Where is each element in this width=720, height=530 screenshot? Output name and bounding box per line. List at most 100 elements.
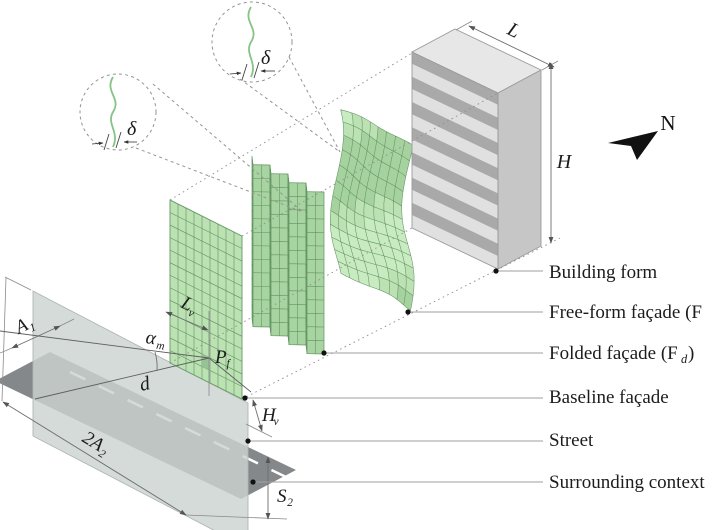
- freeform-facade-cell: [352, 125, 363, 145]
- sight-line-lower: [34, 357, 210, 400]
- freeform-facade: [329, 109, 415, 311]
- freeform-facade-cell: [395, 259, 407, 277]
- leader-dot-building: [493, 268, 499, 274]
- svg-text:α: α: [144, 327, 158, 349]
- svg-text:f: f: [227, 358, 232, 370]
- freeform-facade-cell: [378, 276, 390, 295]
- freeform-facade-cell: [367, 135, 377, 157]
- freeform-facade-cell: [330, 195, 341, 216]
- building-floor-slab: [412, 63, 498, 118]
- sight-line-upper: [0, 330, 210, 359]
- freeform-facade-cell: [405, 276, 415, 296]
- svg-text:H: H: [261, 405, 277, 426]
- freeform-facade-grid: [329, 109, 415, 311]
- dim-A2-line: [2, 401, 187, 516]
- freeform-facade-cell: [386, 166, 399, 187]
- freeform-facade-cell: [360, 130, 370, 151]
- legend-folded-facade-sub: d: [681, 352, 688, 366]
- leader-dot-baseline: [242, 395, 248, 401]
- freeform-facade-cell: [338, 229, 351, 246]
- freeform-facade-cell: [331, 237, 344, 254]
- building-floor-slab: [412, 215, 498, 269]
- freeform-facade-cell: [395, 227, 408, 244]
- north-label: N: [660, 111, 675, 135]
- freeform-facade-cell: [373, 206, 386, 224]
- freeform-facade-cell: [389, 280, 399, 300]
- freeform-facade-cell: [367, 273, 380, 290]
- dim-L-line: [468, 25, 555, 68]
- point-Pf-label: P f: [214, 347, 232, 370]
- freeform-facade-cell: [364, 261, 379, 277]
- delta-callouts: [79, 1, 341, 213]
- callout-circle-2: [211, 1, 293, 83]
- freeform-facade-cell: [361, 116, 371, 136]
- legend-freeform-facade: Free-form façade (F: [549, 302, 702, 323]
- freeform-facade-cell: [340, 109, 354, 126]
- callout-circle-1: [79, 73, 157, 151]
- legend-surrounding-context: Surrounding context: [549, 472, 705, 493]
- freeform-facade-cell: [393, 136, 405, 156]
- freeform-facade-cell: [363, 202, 375, 220]
- freeform-facade-cell: [339, 149, 351, 171]
- building-floor-slab: [412, 139, 498, 194]
- freeform-facade-cell: [393, 186, 403, 206]
- freeform-facade-cell: [373, 141, 385, 162]
- delta-label-2: δ: [261, 47, 271, 69]
- svg-text:v: v: [274, 416, 280, 428]
- freeform-facade-cell: [375, 177, 387, 197]
- dim-L-label: L: [503, 18, 524, 43]
- callout-cone-2: [239, 56, 341, 153]
- freeform-facade-cell: [380, 244, 395, 260]
- freeform-facade-cell: [366, 172, 378, 193]
- delta-label-1: δ: [127, 118, 137, 140]
- freeform-facade-cell: [357, 269, 370, 287]
- freeform-facade-cell: [343, 122, 354, 140]
- freeform-facade-cell: [369, 121, 379, 142]
- freeform-facade-cell: [342, 135, 353, 155]
- freeform-facade-cell: [364, 187, 376, 207]
- freeform-facade-cell: [350, 139, 361, 161]
- freeform-facade-cell: [383, 196, 394, 215]
- freeform-facade-cell: [395, 171, 406, 192]
- freeform-facade-cell: [354, 197, 365, 217]
- freeform-facade-cell: [340, 185, 350, 207]
- freeform-facade-cell: [384, 131, 396, 151]
- freeform-facade-cell: [376, 264, 390, 281]
- dim-Hv-line: [252, 399, 263, 432]
- freeform-facade-cell: [403, 290, 414, 311]
- freeform-facade-cell: [338, 201, 348, 221]
- legend: Building form Free-form façade (F Folded…: [549, 262, 705, 493]
- building-floor-slab: [412, 89, 498, 143]
- svg-text:v: v: [186, 307, 197, 320]
- dim-H-label: H: [556, 151, 573, 173]
- north-compass: N: [608, 111, 676, 160]
- building-front-frame: [411, 51, 499, 270]
- freeform-facade-cell: [347, 233, 361, 250]
- dim-A1-line: [11, 325, 61, 349]
- legend-leaders: [242, 268, 543, 485]
- svg-text:m: m: [155, 340, 165, 353]
- wavy-section-line-2: [247, 6, 255, 78]
- building-side-face: [497, 69, 542, 270]
- dim-S2-label: S₂: [277, 486, 294, 507]
- building-floor-slab: [412, 189, 498, 244]
- freeform-facade-cell: [398, 239, 411, 256]
- freeform-facade-cell: [344, 253, 357, 270]
- freeform-facade-cell: [393, 201, 403, 220]
- dim-Lv-line: [165, 311, 209, 331]
- building-floor-slab: [412, 114, 498, 169]
- leader-dot-folded: [321, 350, 327, 356]
- wavy-section-line-1: [109, 76, 117, 148]
- alignment-guides: [169, 52, 561, 400]
- freeform-facade-cell: [374, 220, 388, 236]
- freeform-facade-cell: [384, 181, 396, 202]
- freeform-facade-cell: [373, 192, 385, 211]
- freeform-facade-cell: [363, 216, 377, 233]
- freeform-facade-cell: [347, 191, 357, 212]
- svg-text:P: P: [214, 347, 227, 368]
- freeform-facade-cell: [353, 160, 364, 182]
- building-form: [411, 28, 542, 270]
- freeform-facade-cell: [346, 206, 356, 226]
- freeform-facade-cell: [357, 237, 373, 253]
